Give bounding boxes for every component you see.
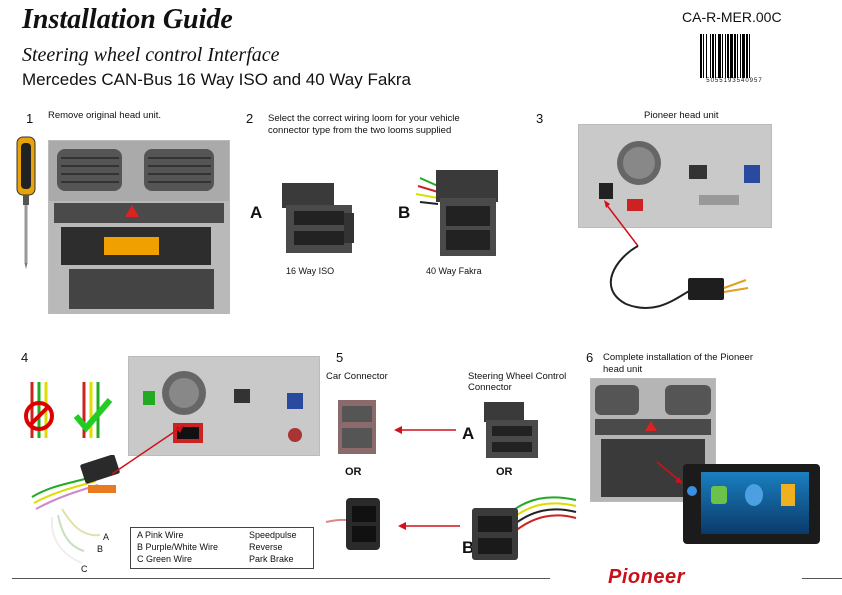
step5-swc-line2: Connector — [468, 382, 512, 393]
wire-legend: A Pink Wire Speedpulse B Purple/White Wi… — [130, 527, 314, 569]
wire-label-a: A — [103, 532, 110, 542]
page-title: Installation Guide — [22, 4, 233, 35]
swc-cable-icon — [604, 200, 749, 309]
step5-or-left: OR — [345, 466, 362, 478]
legend-function-b: Reverse — [249, 542, 283, 552]
step-number-1: 1 — [26, 111, 34, 126]
step5-car-connector: Car Connector — [326, 371, 388, 382]
legend-wire-c: C Green Wire — [137, 554, 193, 564]
car-connector-iso-icon — [338, 400, 376, 454]
red-arrow-icon — [111, 425, 184, 475]
red-arrow-left-icon-2 — [398, 522, 460, 530]
step2-text-line1: Select the correct wiring loom for your … — [268, 113, 460, 124]
connector-16-way-iso-icon — [282, 183, 354, 253]
wire-label-b: B — [97, 544, 104, 554]
step-number-5: 5 — [336, 350, 344, 365]
step2-label-b: B — [398, 203, 411, 222]
red-arrow-left-icon-1 — [394, 426, 456, 434]
pioneer-logo: Pioneer — [608, 566, 685, 588]
head-unit-rear-photo-step4 — [128, 356, 320, 456]
legend-function-a: Speedpulse — [249, 530, 297, 540]
swc-connector-a-icon — [484, 402, 538, 458]
footer-divider-right — [802, 578, 842, 579]
car-connector-fakra-icon — [325, 498, 380, 550]
wiring-harness-icon — [31, 455, 120, 564]
step5-swc-line1: Steering Wheel Control — [468, 371, 567, 382]
step1-text: Remove original head unit. — [48, 110, 162, 121]
screwdriver-icon — [16, 136, 36, 269]
legend-wire-b: B Purple/White Wire — [137, 542, 219, 552]
legend-wire-a: A Pink Wire — [137, 530, 184, 540]
footer-divider-left — [12, 578, 550, 579]
step2-label-a: A — [250, 203, 263, 222]
step5-or-right: OR — [496, 466, 513, 478]
step6-text-line1: Complete installation of the Pioneer — [603, 352, 753, 363]
step2-text-line2: connector type from the two looms suppli… — [268, 125, 452, 136]
step2-caption-b: 40 Way Fakra — [426, 266, 482, 276]
step5-label-a: A — [462, 424, 475, 443]
step-number-6: 6 — [586, 350, 594, 365]
connector-40-way-fakra-icon — [415, 170, 498, 256]
swc-connector-b-icon — [472, 496, 577, 560]
step-number-3: 3 — [536, 111, 544, 126]
step-number-4: 4 — [21, 350, 29, 365]
step6-text-line2: head unit — [603, 364, 643, 375]
legend-function-c: Park Brake — [249, 554, 294, 564]
pioneer-head-unit-icon — [683, 464, 820, 544]
step3-text: Pioneer head unit — [644, 110, 719, 121]
step2-caption-a: 16 Way ISO — [286, 266, 335, 276]
page-subtitle-vehicle: Mercedes CAN-Bus 16 Way ISO and 40 Way F… — [22, 70, 411, 89]
page-subtitle: Steering wheel control Interface — [22, 44, 280, 66]
step5-label-b: B — [462, 538, 475, 557]
red-arrow-step6-icon — [656, 461, 683, 484]
product-code: CA-R-MER.00C — [682, 9, 782, 25]
wire-label-c: C — [81, 564, 88, 574]
step-number-2: 2 — [246, 111, 254, 126]
barcode-number: 5055193540957 — [706, 78, 763, 84]
barcode — [700, 34, 750, 78]
dashboard-photo — [48, 140, 230, 314]
wire-cut-do-not-icon — [24, 382, 113, 438]
